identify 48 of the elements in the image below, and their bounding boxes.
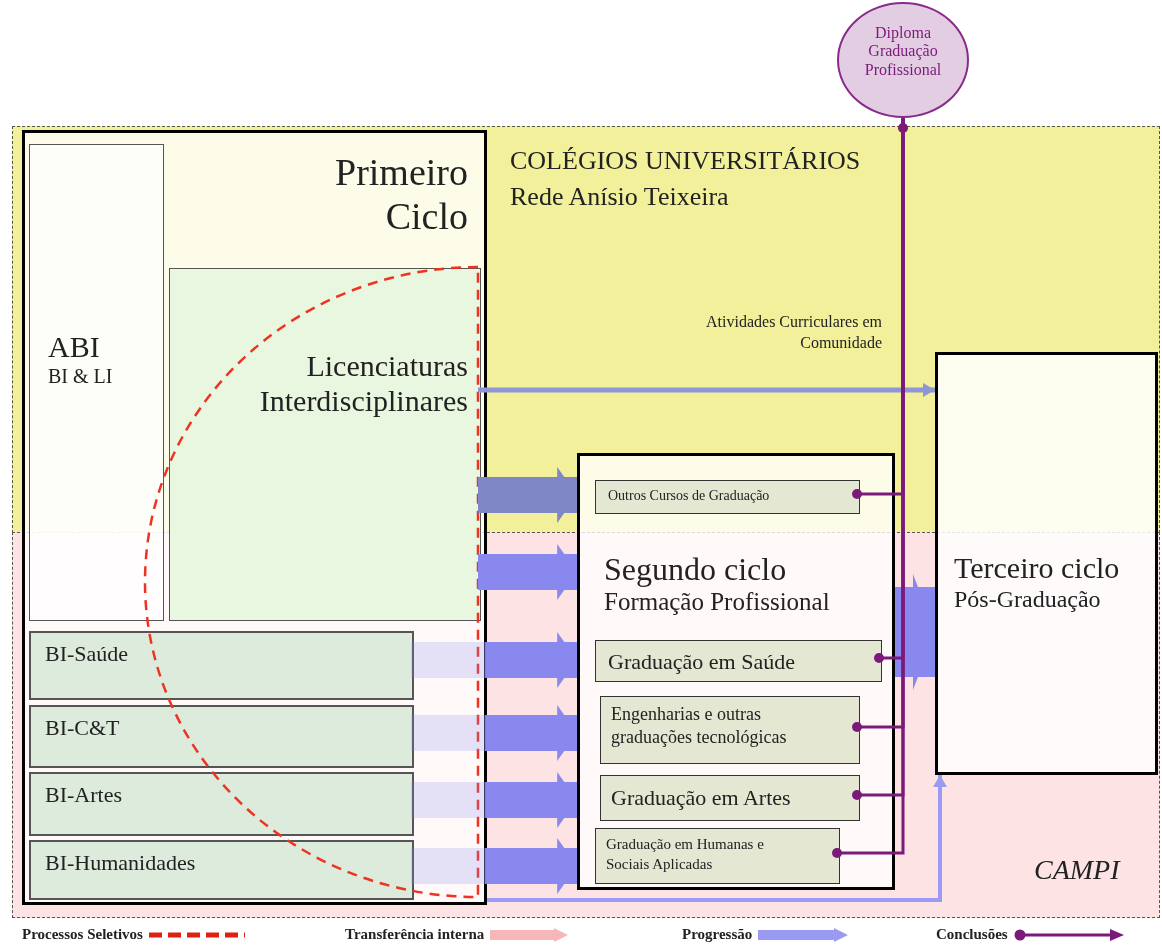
cycle-box xyxy=(22,130,487,905)
cycle-box xyxy=(577,453,895,890)
box-subtitle: BI & LI xyxy=(48,364,114,388)
legend-label: Processos Seletivos xyxy=(22,926,143,943)
box-title: Graduação em Humanas e Sociais Aplicadas xyxy=(606,835,765,874)
box-title: BI-Artes xyxy=(45,782,123,808)
process-box xyxy=(29,631,414,700)
connector-arrow xyxy=(478,467,577,523)
box-title: BI-Saúde xyxy=(45,641,130,667)
process-box xyxy=(595,828,840,884)
connector-arrow xyxy=(411,705,577,761)
box-subtitle: Pós-Graduação xyxy=(954,585,1102,614)
connector-arrow xyxy=(478,544,577,600)
process-box xyxy=(600,696,860,764)
process-box xyxy=(169,268,481,621)
legend-label: Conclusões xyxy=(936,926,1008,943)
connector-arrow xyxy=(411,838,577,894)
box-title: Primeiro Ciclo xyxy=(334,151,468,239)
process-box xyxy=(595,640,882,682)
box-title: Diploma Graduação Profissional xyxy=(863,24,943,80)
box-title: BI-C&T xyxy=(45,715,121,741)
connector-arrow xyxy=(411,772,577,828)
box-title: Engenharias e outras graduações tecnológicas xyxy=(611,703,788,750)
region-label: CAMPI xyxy=(1034,854,1120,886)
process-box xyxy=(29,840,414,900)
box-title: Outros Cursos de Graduação xyxy=(608,488,771,505)
box-title: Segundo ciclo xyxy=(604,551,788,588)
box-title: ABI xyxy=(48,330,101,365)
connector-arrow xyxy=(478,383,935,397)
process-box xyxy=(29,772,414,836)
box-title: Terceiro ciclo xyxy=(954,551,1121,586)
process-box xyxy=(595,480,860,514)
cycle-box xyxy=(935,352,1158,775)
region-label: Rede Anísio Teixeira xyxy=(510,182,729,212)
connector-arrow xyxy=(895,574,935,690)
process-box xyxy=(29,144,164,621)
box-title: Licenciaturas Interdisciplinares xyxy=(258,349,468,418)
process-box xyxy=(29,705,414,768)
box-title: BI-Humanidades xyxy=(45,850,197,876)
box-title: Graduação em Artes xyxy=(611,785,792,811)
connector-arrow xyxy=(411,632,577,688)
legend-label: Progressão xyxy=(682,926,753,943)
box-title: Graduação em Saúde xyxy=(608,649,796,675)
box-subtitle: Formação Profissional xyxy=(604,587,831,617)
legend-label: Transferência interna xyxy=(345,926,485,943)
connector-arrow xyxy=(487,775,947,902)
process-box xyxy=(600,775,860,821)
region-label: COLÉGIOS UNIVERSITÁRIOS xyxy=(510,146,861,176)
